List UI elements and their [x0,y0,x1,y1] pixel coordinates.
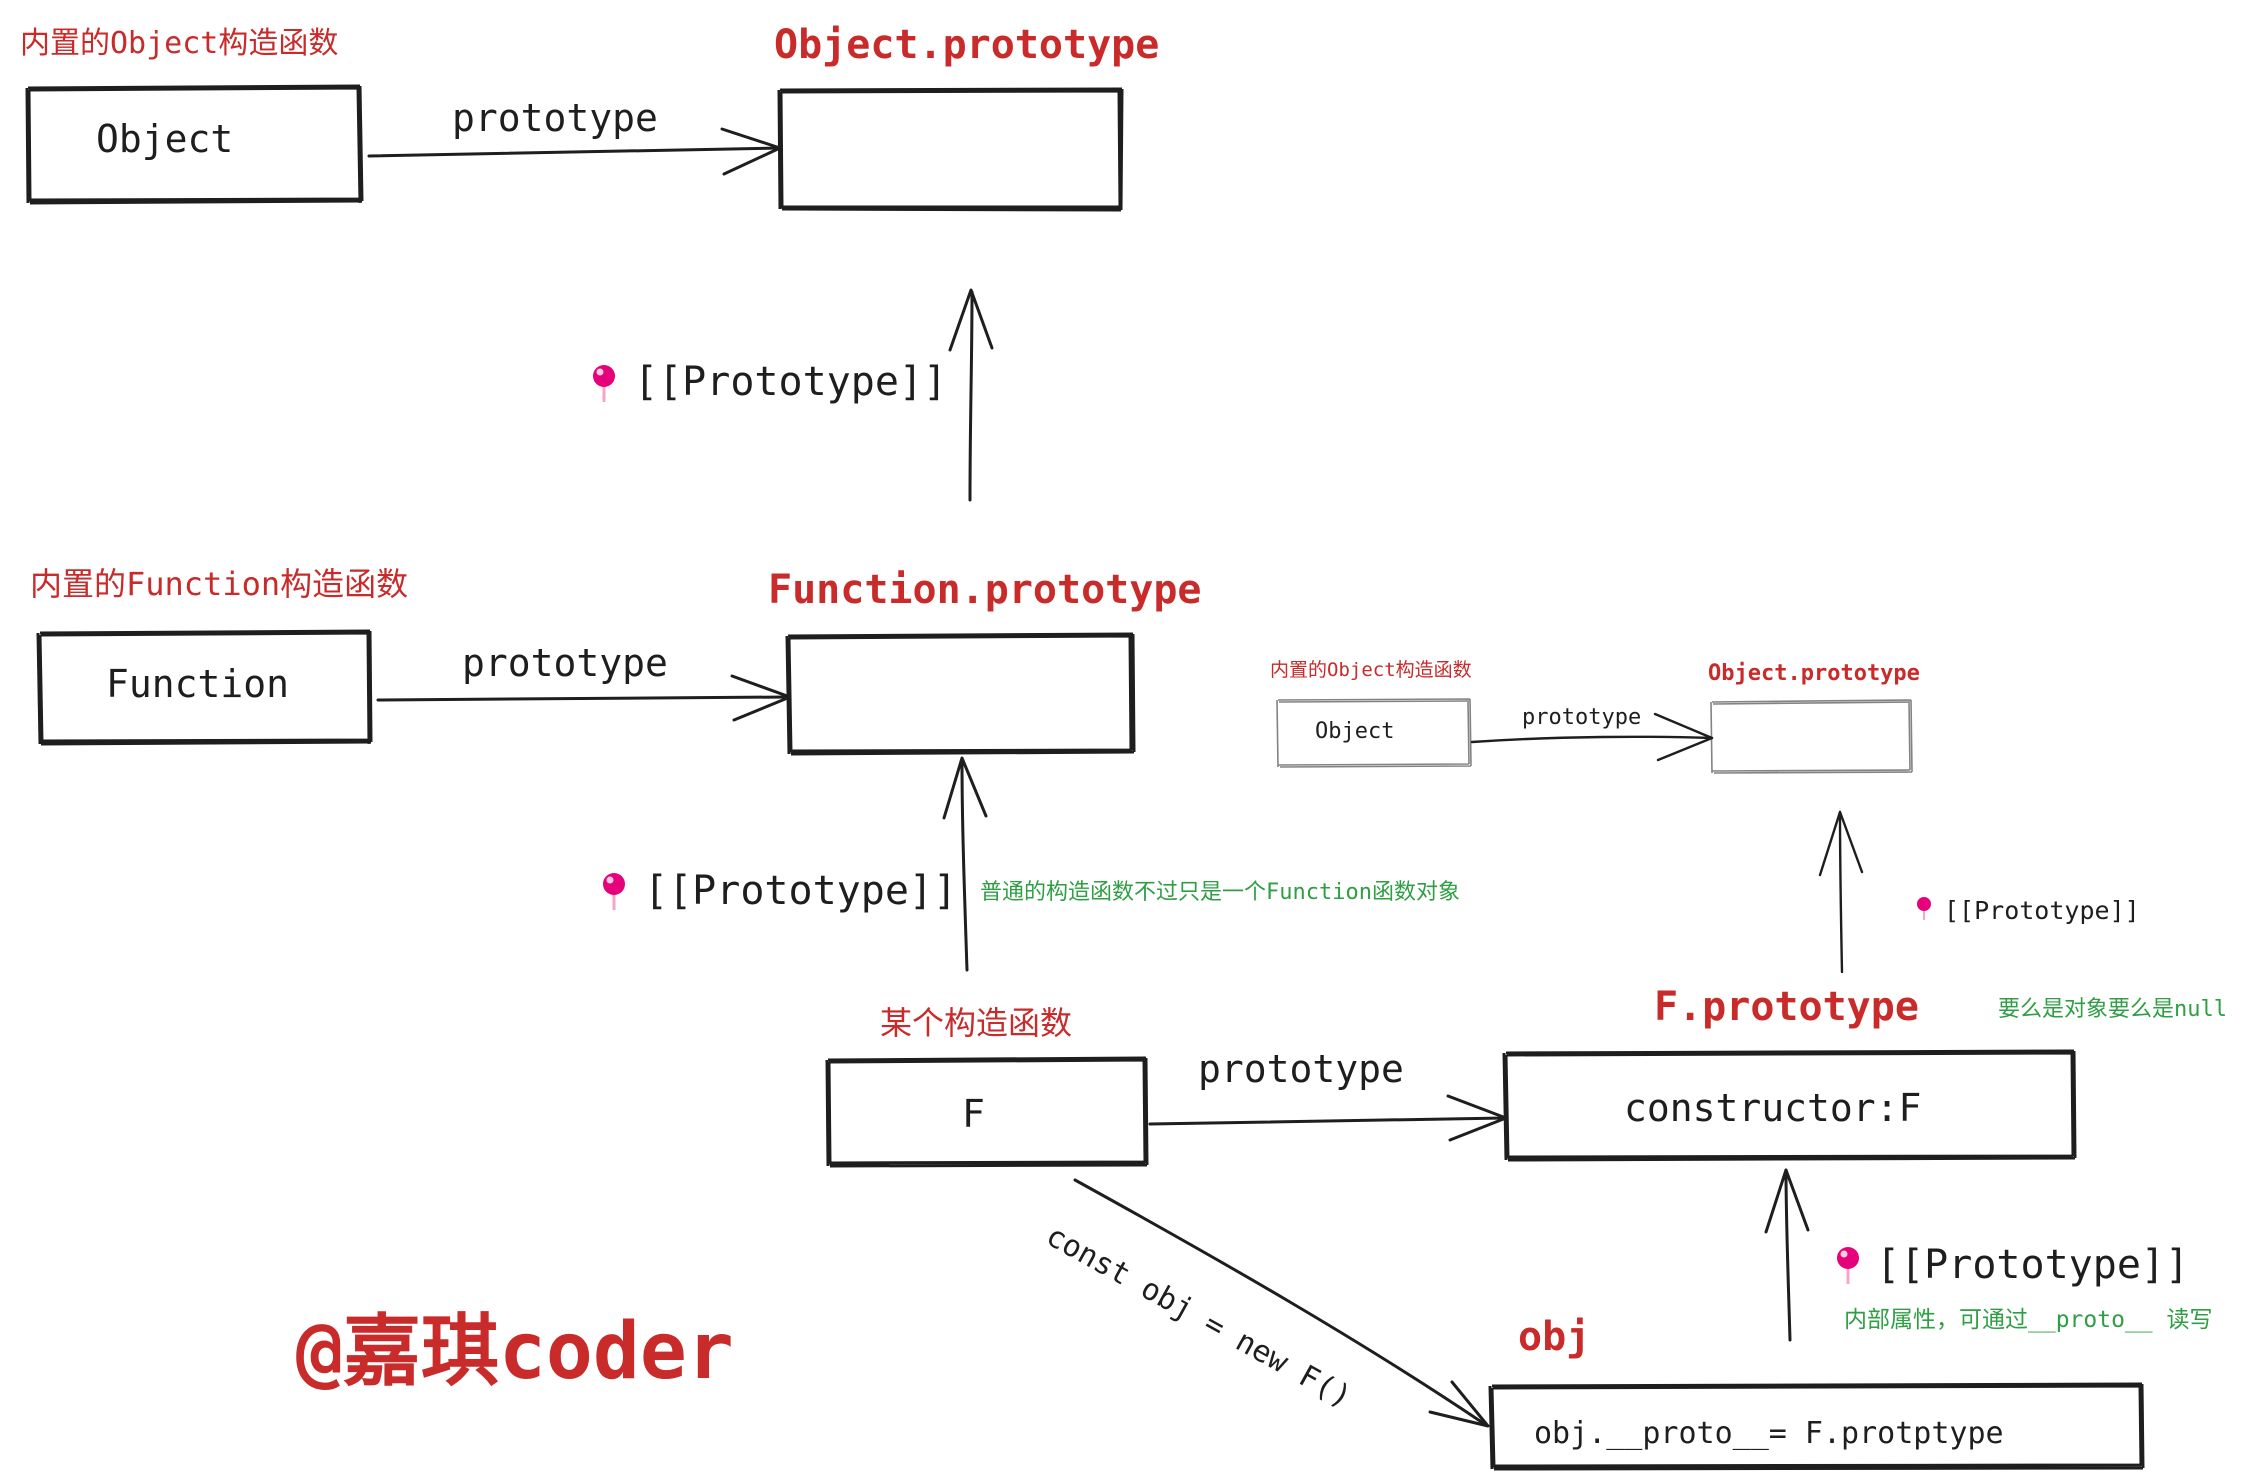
f-link-label: [[Prototype]] [644,868,957,914]
watermark: @嘉琪coder [296,1307,734,1397]
function-proto-to-object-proto-arrow [948,288,994,502]
object-prototype-box [777,87,1124,212]
mini-object-box: Object [1276,698,1472,768]
mini-prototype-arrow: prototype [1470,705,1714,762]
object-prototype-title: Object.prototype [774,22,1159,68]
f-box-label: F [962,1092,985,1136]
fproto-link-label: [[Prototype]] [1944,896,2140,925]
function-box-label: Function [106,662,289,706]
pushpin-icon [1837,1247,1859,1284]
pushpin-icon [603,873,625,910]
pushpin-icon [593,365,615,402]
mini-object-prototype-title: Object.prototype [1708,661,1920,686]
function-object-note: 普通的构造函数不过只是一个Function函数对象 [980,880,1460,905]
object-prototype-arrow: prototype [367,96,782,176]
obj-to-fproto-arrow [1764,1168,1810,1342]
object-constructor-caption: 内置的Object构造函数 [20,26,338,61]
function-prototype-title: Function.prototype [768,567,1201,613]
obj-link-label: [[Prototype]] [1876,1242,2189,1288]
f-prototype-box: constructor:F [1502,1049,2077,1162]
some-constructor-caption: 某个构造函数 [880,1004,1072,1042]
pushpin-icon [1917,897,1931,920]
function-box: Function [36,629,373,746]
function-constructor-caption: 内置的Function构造函数 [30,565,408,603]
f-prototype-note: 要么是对象要么是null [1998,997,2227,1022]
f-prototype-arrow: prototype [1148,1047,1508,1142]
f-box: F [825,1056,1149,1168]
object-box: Object [25,84,364,205]
function-prototype-arrow-label: prototype [462,641,668,685]
fproto-to-object-proto-arrow [1818,810,1864,974]
f-to-function-proto-arrow [942,756,988,972]
mini-object-caption: 内置的Object构造函数 [1270,659,1472,681]
obj-box: obj.__proto__= F.protptype [1488,1382,2145,1471]
obj-title: obj [1518,1314,1590,1360]
mini-object-prototype-box [1710,699,1913,774]
f-prototype-title: F.prototype [1654,984,1919,1030]
obj-content: obj.__proto__= F.protptype [1534,1416,2004,1451]
f-prototype-arrow-label: prototype [1198,1047,1404,1091]
object-prototype-arrow-label: prototype [452,96,658,140]
mini-object-label: Object [1315,719,1394,744]
object-box-label: Object [96,117,233,161]
function-proto-link-label: [[Prototype]] [634,359,947,405]
obj-link-note: 内部属性，可通过__proto__ 读写 [1844,1307,2212,1333]
new-instance-arrow [1073,1178,1490,1428]
function-prototype-box [785,632,1136,756]
function-prototype-arrow: prototype [376,641,792,722]
mini-prototype-arrow-label: prototype [1522,705,1641,730]
f-prototype-content: constructor:F [1624,1086,1921,1130]
